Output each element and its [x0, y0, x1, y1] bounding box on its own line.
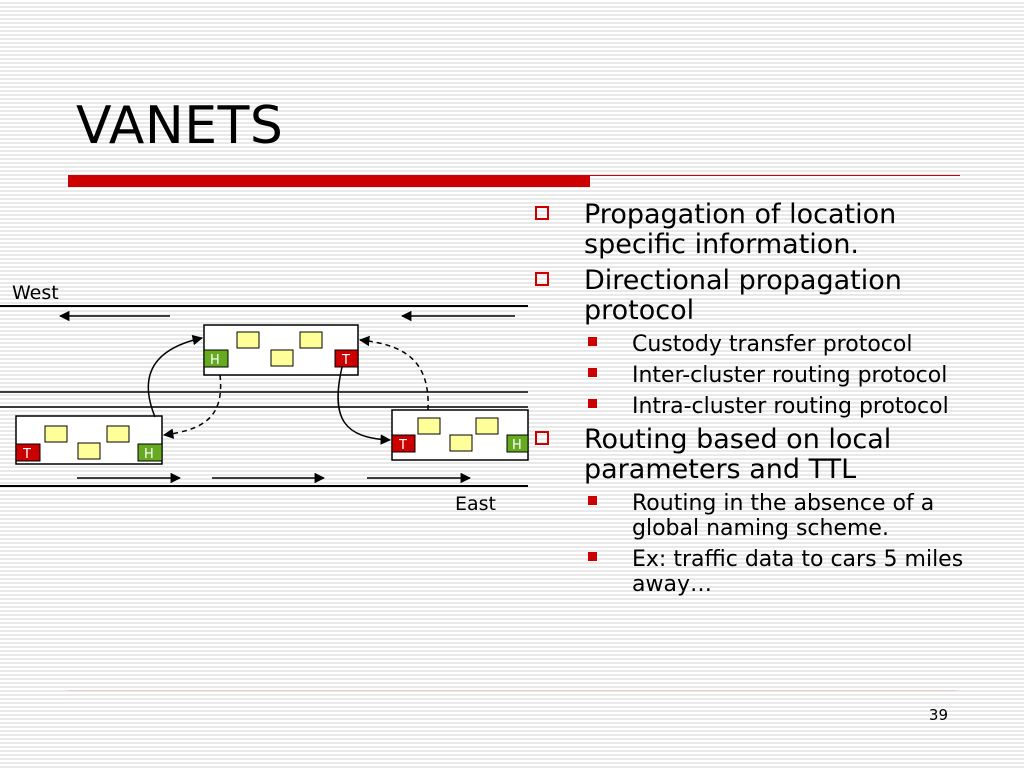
- hollow-square-bullet-icon: [535, 272, 549, 286]
- vehicle: [77, 442, 101, 460]
- vehicle: [270, 349, 294, 367]
- vanet-diagram: West East H T T H T H: [0, 282, 529, 515]
- filled-square-bullet-icon: [588, 496, 597, 505]
- hollow-square-bullet-icon: [535, 206, 549, 220]
- bullet-item: Routing based on local parameters and TT…: [532, 425, 1002, 485]
- tail-vehicle: [15, 443, 41, 462]
- tail-label: T: [398, 438, 407, 453]
- slide-title: VANETS: [76, 96, 284, 156]
- head-label: H: [144, 447, 154, 462]
- sub-bullet-text: Ex: traffic data to cars 5 miles away…: [632, 547, 964, 597]
- bullet-text: Routing based on local parameters and TT…: [584, 424, 892, 485]
- vehicle: [299, 331, 323, 349]
- cluster-left: T H: [15, 415, 163, 465]
- vehicle: [449, 434, 473, 452]
- sub-bullet-text: Routing in the absence of a global namin…: [632, 491, 935, 541]
- cluster-right: T H: [391, 409, 529, 461]
- sub-bullet-text: Intra-cluster routing protocol: [632, 394, 949, 419]
- sub-bullet-item: Routing in the absence of a global namin…: [532, 491, 1002, 541]
- west-label: West: [12, 282, 59, 304]
- sub-bullet-text: Custody transfer protocol: [632, 332, 913, 357]
- sub-bullet-text: Inter-cluster routing protocol: [632, 363, 948, 388]
- cluster-top: H T: [203, 324, 359, 376]
- head-label: H: [512, 438, 522, 453]
- bullet-item: Propagation of location specific informa…: [532, 200, 1002, 260]
- sub-bullet-item: Inter-cluster routing protocol: [532, 363, 1002, 388]
- title-underline-thin: [590, 175, 960, 176]
- sub-bullet-item: Custody transfer protocol: [532, 332, 1002, 357]
- head-label: H: [210, 353, 220, 368]
- transfer-arrow: [147, 334, 204, 418]
- filled-square-bullet-icon: [588, 552, 597, 561]
- bullet-item: Directional propagation protocol: [532, 266, 1002, 326]
- vehicle: [475, 417, 499, 435]
- dashed-arrow: [358, 335, 429, 411]
- page-number: 39: [928, 706, 948, 724]
- vehicle: [417, 417, 441, 435]
- tail-label: T: [22, 447, 31, 462]
- head-vehicle: [137, 443, 163, 462]
- sub-bullet-item: Intra-cluster routing protocol: [532, 394, 1002, 419]
- tail-label: T: [341, 353, 350, 368]
- bullet-list: Propagation of location specific informa…: [532, 200, 1002, 603]
- title-underline-red: [68, 175, 590, 187]
- bullet-text: Propagation of location specific informa…: [584, 199, 897, 260]
- filled-square-bullet-icon: [588, 399, 597, 408]
- east-label: East: [455, 493, 496, 515]
- vehicle: [106, 425, 130, 443]
- hollow-square-bullet-icon: [535, 431, 549, 445]
- bullet-text: Directional propagation protocol: [584, 265, 902, 326]
- filled-square-bullet-icon: [588, 337, 597, 346]
- head-vehicle: [203, 349, 229, 368]
- tail-vehicle: [334, 349, 359, 368]
- head-vehicle: [506, 434, 529, 453]
- dashed-arrow: [162, 374, 222, 439]
- vehicle: [44, 425, 68, 443]
- tail-vehicle: [391, 434, 416, 453]
- vehicle: [236, 331, 260, 349]
- filled-square-bullet-icon: [588, 368, 597, 377]
- transfer-arrow: [337, 366, 392, 445]
- footer-divider: [68, 690, 956, 691]
- sub-bullet-item: Ex: traffic data to cars 5 miles away…: [532, 547, 1002, 597]
